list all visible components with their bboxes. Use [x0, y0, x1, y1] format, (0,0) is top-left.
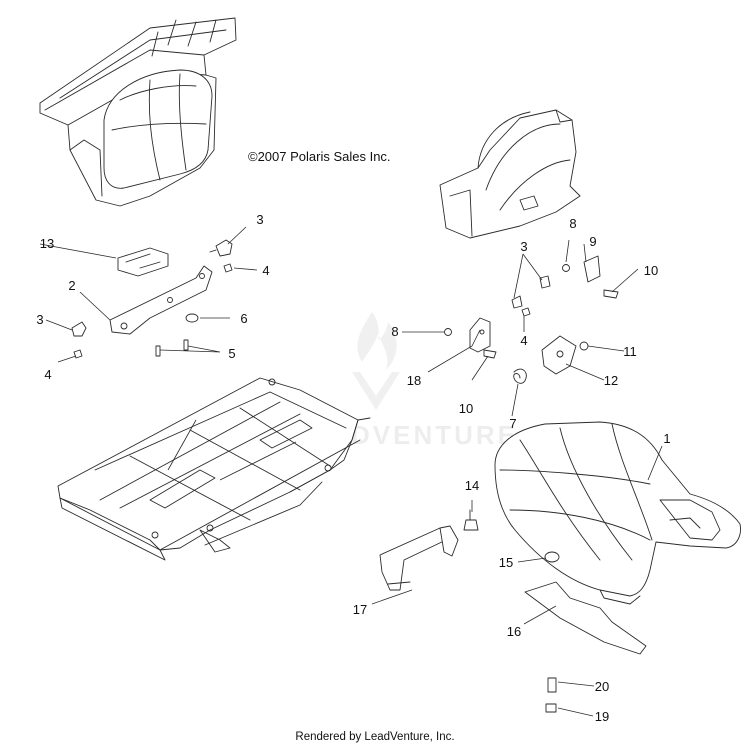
clip-20	[547, 677, 557, 693]
pins-5	[155, 339, 189, 357]
seat-assembly	[494, 421, 741, 605]
callout-3: 3	[36, 312, 43, 327]
callout-11: 11	[623, 344, 637, 359]
washer-11	[579, 341, 589, 351]
callout-9: 9	[589, 234, 596, 249]
nut-4a	[223, 263, 233, 273]
callout-15: 15	[499, 555, 513, 570]
bolt-10b	[603, 289, 619, 299]
bracket-2	[109, 265, 213, 335]
callout-19: 19	[595, 709, 609, 724]
callout-20: 20	[595, 679, 609, 694]
leader-lines	[39, 226, 663, 717]
nut-4b	[73, 349, 83, 359]
clip-19	[545, 703, 557, 713]
callout-2: 2	[68, 278, 75, 293]
callout-14: 14	[465, 478, 479, 493]
grommet-3b	[71, 321, 87, 337]
callout-10: 10	[459, 401, 473, 416]
callout-13: 13	[40, 236, 54, 251]
heat-shield-16	[524, 581, 647, 655]
callout-17: 17	[353, 602, 367, 617]
stud-14	[463, 509, 479, 531]
support-bracket-17	[379, 525, 459, 591]
callout-4: 4	[262, 263, 269, 278]
callout-4: 4	[520, 333, 527, 348]
callout-16: 16	[507, 624, 521, 639]
callout-8: 8	[391, 324, 398, 339]
grommet-3a	[209, 239, 233, 257]
callout-3: 3	[520, 239, 527, 254]
callout-1: 1	[663, 431, 670, 446]
nut-6	[185, 313, 199, 323]
frame-chassis	[57, 377, 371, 561]
nut-8b	[562, 264, 570, 272]
latch-12	[541, 335, 577, 375]
callout-6: 6	[240, 311, 247, 326]
callout-12: 12	[604, 373, 618, 388]
nut-4c	[521, 307, 531, 317]
grommets-3c	[511, 275, 551, 309]
callout-10: 10	[644, 263, 658, 278]
bracket-18	[469, 317, 491, 353]
callout-numbers: 1 2 3 3 3 4 4 4 5 6 7 8 8 9 10 10 11 12 …	[36, 212, 670, 724]
callout-7: 7	[509, 416, 516, 431]
callout-4: 4	[44, 367, 51, 382]
bumper-15	[544, 551, 560, 563]
callout-5: 5	[228, 346, 235, 361]
bracket-9	[583, 255, 601, 283]
rear-cargo-rack	[39, 17, 237, 207]
front-storage-box	[439, 109, 581, 239]
nut-8a	[444, 328, 452, 336]
copyright-text: ©2007 Polaris Sales Inc.	[248, 149, 391, 164]
callout-8: 8	[569, 216, 576, 231]
callout-18: 18	[407, 373, 421, 388]
footer-credit: Rendered by LeadVenture, Inc.	[295, 731, 455, 743]
latch-13	[117, 247, 169, 277]
callout-3: 3	[256, 212, 263, 227]
spring-7	[513, 368, 527, 384]
bolt-10a	[483, 349, 497, 359]
